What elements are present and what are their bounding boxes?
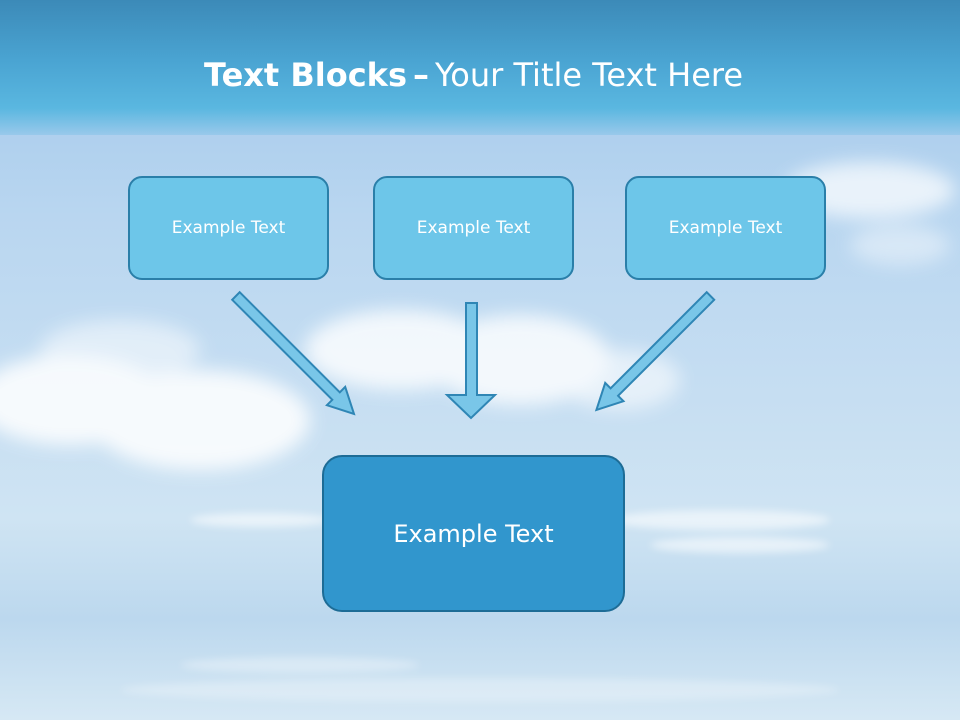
- title-regular-part: Your Title Text Here: [435, 56, 744, 94]
- text-block-right[interactable]: Example Text: [625, 176, 826, 280]
- haze-streaks: [120, 510, 840, 702]
- target-text-block-label: Example Text: [393, 519, 554, 548]
- title-band: [0, 0, 960, 135]
- slide-title: Text Blocks–Your Title Text Here: [204, 53, 743, 97]
- text-block-middle[interactable]: Example Text: [373, 176, 574, 280]
- cloud-center: [305, 310, 680, 410]
- title-dash: –: [413, 56, 429, 94]
- text-block-left[interactable]: Example Text: [128, 176, 329, 280]
- cloud-left: [0, 320, 310, 470]
- title-bold-part: Text Blocks: [204, 56, 407, 94]
- cloud-right: [785, 162, 955, 265]
- target-text-block[interactable]: Example Text: [322, 455, 625, 612]
- text-block-middle-label: Example Text: [416, 218, 531, 238]
- text-block-left-label: Example Text: [171, 218, 286, 238]
- text-block-right-label: Example Text: [668, 218, 783, 238]
